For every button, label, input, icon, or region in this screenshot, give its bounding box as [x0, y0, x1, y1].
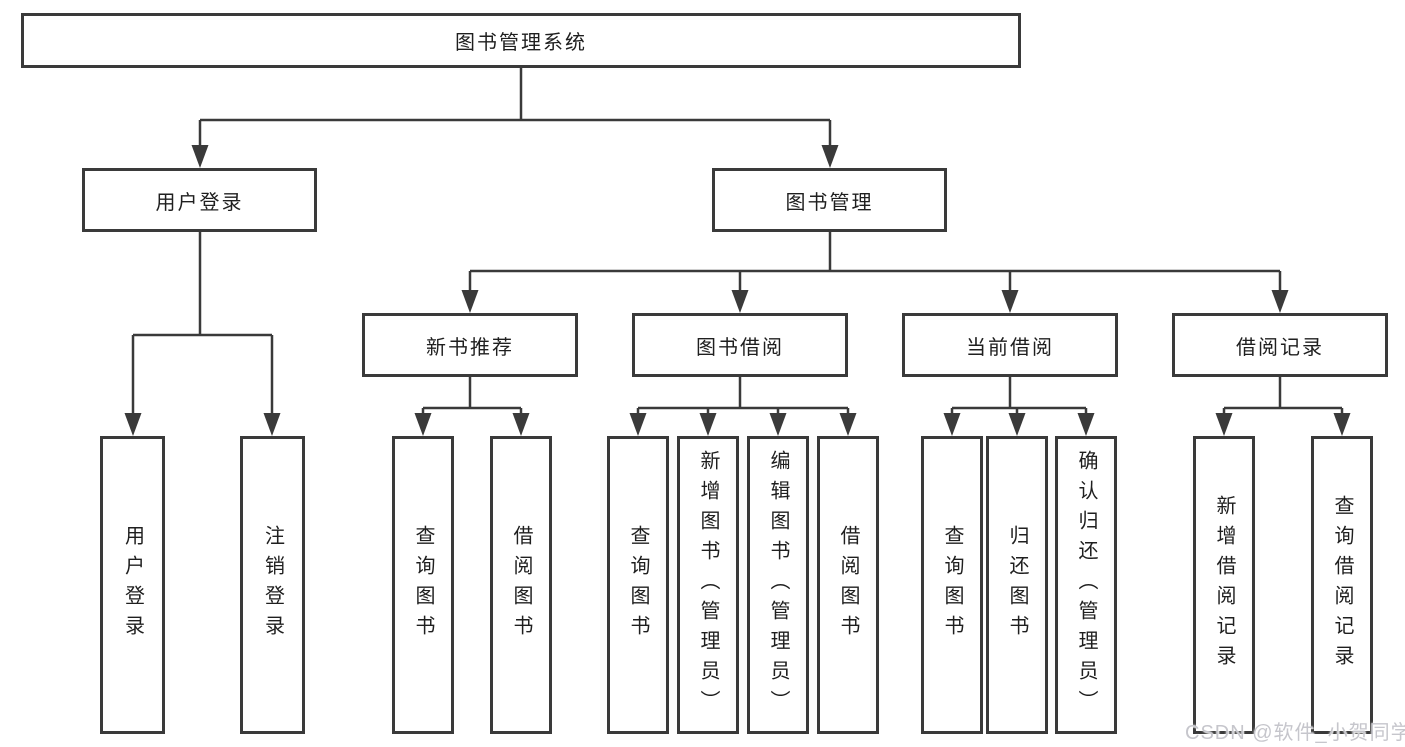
node-label: 借阅图书 [510, 525, 532, 645]
node-book-borrowing: 图书借阅 [632, 313, 848, 377]
node-query-books-current: 查询图书 [921, 436, 983, 734]
node-label: 编辑图书（管理员） [767, 450, 789, 720]
node-label: 新书推荐 [426, 336, 514, 359]
node-label: 借阅记录 [1236, 336, 1324, 359]
node-label: 确认归还（管理员） [1075, 450, 1097, 720]
node-label: 用户登录 [121, 525, 144, 645]
node-book-management: 图书管理 [712, 168, 947, 232]
node-query-books-recommend: 查询图书 [392, 436, 454, 734]
node-label: 归还图书 [1006, 525, 1028, 645]
node-label: 用户登录 [155, 191, 244, 214]
node-borrow-books-recommend: 借阅图书 [490, 436, 552, 734]
node-label: 新增图书（管理员） [697, 450, 719, 720]
node-label: 当前借阅 [966, 336, 1054, 359]
node-edit-book-admin: 编辑图书（管理员） [747, 436, 809, 734]
node-return-books: 归还图书 [986, 436, 1048, 734]
node-add-book-admin: 新增图书（管理员） [677, 436, 739, 734]
node-query-borrow-record: 查询借阅记录 [1311, 436, 1373, 734]
node-logout-action: 注销登录 [240, 436, 305, 734]
node-label: 图书管理 [785, 191, 874, 214]
node-label: 借阅图书 [837, 525, 859, 645]
csdn-watermark: CSDN @软件_小贺同学 [1185, 722, 1405, 744]
node-user-login: 用户登录 [82, 168, 317, 232]
node-add-borrow-record: 新增借阅记录 [1193, 436, 1255, 734]
node-library-management-system: 图书管理系统 [21, 13, 1021, 68]
node-label: 图书管理系统 [455, 32, 587, 54]
node-query-books-borrowing: 查询图书 [607, 436, 669, 734]
node-label: 查询图书 [627, 525, 649, 645]
node-label: 图书借阅 [696, 336, 784, 359]
node-new-book-recommendation: 新书推荐 [362, 313, 578, 377]
node-confirm-return-admin: 确认归还（管理员） [1055, 436, 1117, 734]
node-label: 查询借阅记录 [1331, 495, 1353, 675]
node-label: 注销登录 [261, 525, 284, 645]
node-borrowing-records: 借阅记录 [1172, 313, 1388, 377]
node-label: 查询图书 [412, 525, 434, 645]
node-label: 新增借阅记录 [1213, 495, 1235, 675]
node-current-borrowing: 当前借阅 [902, 313, 1118, 377]
node-user-login-action: 用户登录 [100, 436, 165, 734]
node-label: 查询图书 [941, 525, 963, 645]
node-borrow-books-borrowing: 借阅图书 [817, 436, 879, 734]
arrowhead-icons [124, 145, 1351, 436]
